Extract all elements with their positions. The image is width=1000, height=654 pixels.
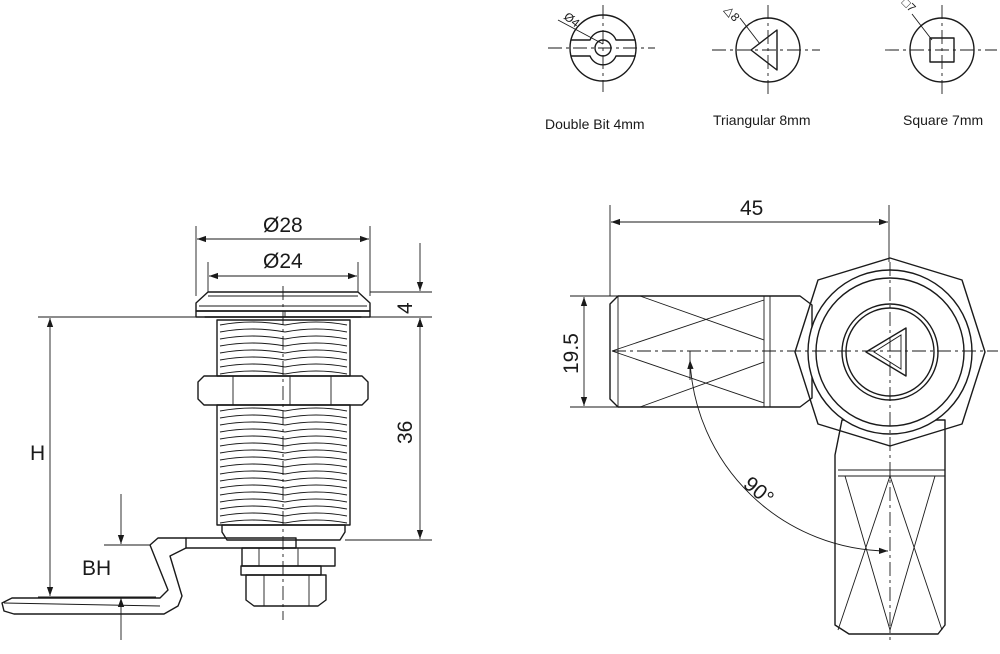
thread-line (219, 335, 286, 340)
thread-line (284, 349, 348, 354)
thread-line (284, 342, 348, 347)
thread-lines (219, 321, 348, 524)
thread-line (219, 370, 286, 375)
thread-line (284, 463, 348, 468)
thread-line (219, 470, 286, 475)
thread-line (219, 491, 286, 496)
triangular-symbol: △8 (722, 3, 743, 24)
thread-line (219, 463, 286, 468)
thread-line (219, 505, 286, 510)
double-bit-label: Double Bit 4mm (545, 116, 645, 132)
thread-line (284, 414, 348, 419)
thread-line (219, 356, 286, 361)
thread-line (284, 435, 348, 440)
dia-outer-label: Ø28 (263, 214, 303, 237)
thread-line (284, 498, 348, 503)
thread-line (219, 442, 286, 447)
thread-line (219, 484, 286, 489)
thread-line (219, 328, 286, 333)
thread-line (284, 428, 348, 433)
thread-line (284, 491, 348, 496)
triangular-label: Triangular 8mm (713, 112, 811, 128)
thread-line (284, 470, 348, 475)
thread-line (284, 421, 348, 426)
thread-line (284, 356, 348, 361)
thread-line (219, 449, 286, 454)
thread-line (219, 342, 286, 347)
thread-line (284, 363, 348, 368)
thread-line (219, 414, 286, 419)
double-bit-symbol: Ø4 (561, 9, 582, 30)
body-length-label: 36 (394, 421, 417, 444)
thread-line (284, 505, 348, 510)
thread-line (284, 519, 348, 524)
thread-line (284, 456, 348, 461)
thread-line (219, 349, 286, 354)
dia-inner-label: Ø24 (263, 250, 303, 273)
thread-line (219, 407, 286, 412)
thread-line (219, 498, 286, 503)
thread-line (219, 477, 286, 482)
key-profile-double-bit: Ø4 (548, 5, 655, 92)
thread-line (284, 407, 348, 412)
thread-line (219, 421, 286, 426)
thread-line (219, 512, 286, 517)
rotation-angle-label: 90° (739, 472, 778, 510)
thread-line (219, 321, 286, 326)
thread-line (284, 328, 348, 333)
side-view: Ø28 Ø24 (1, 214, 371, 620)
thread-line (219, 456, 286, 461)
height-label: H (30, 442, 45, 465)
thread-line (219, 428, 286, 433)
key-profile-square: □7 (885, 0, 997, 95)
thread-line (284, 335, 348, 340)
thread-line (219, 363, 286, 368)
thread-line (284, 484, 348, 489)
square-label: Square 7mm (903, 112, 983, 128)
thread-line (219, 435, 286, 440)
thread-line (219, 519, 286, 524)
front-view: 45 19.5 (560, 197, 998, 640)
side-view-dimensions: H BH 4 36 (30, 243, 432, 640)
cam-length-label: 45 (740, 197, 763, 220)
flange-thickness-label: 4 (394, 302, 417, 314)
thread-line (284, 370, 348, 375)
thread-line (284, 477, 348, 482)
cam-width-label: 19.5 (560, 333, 583, 374)
thread-line (284, 442, 348, 447)
thread-line (284, 512, 348, 517)
square-symbol: □7 (899, 0, 919, 15)
key-profile-triangular: △8 (712, 3, 820, 95)
bh-label: BH (82, 557, 111, 580)
thread-line (284, 321, 348, 326)
thread-line (284, 449, 348, 454)
